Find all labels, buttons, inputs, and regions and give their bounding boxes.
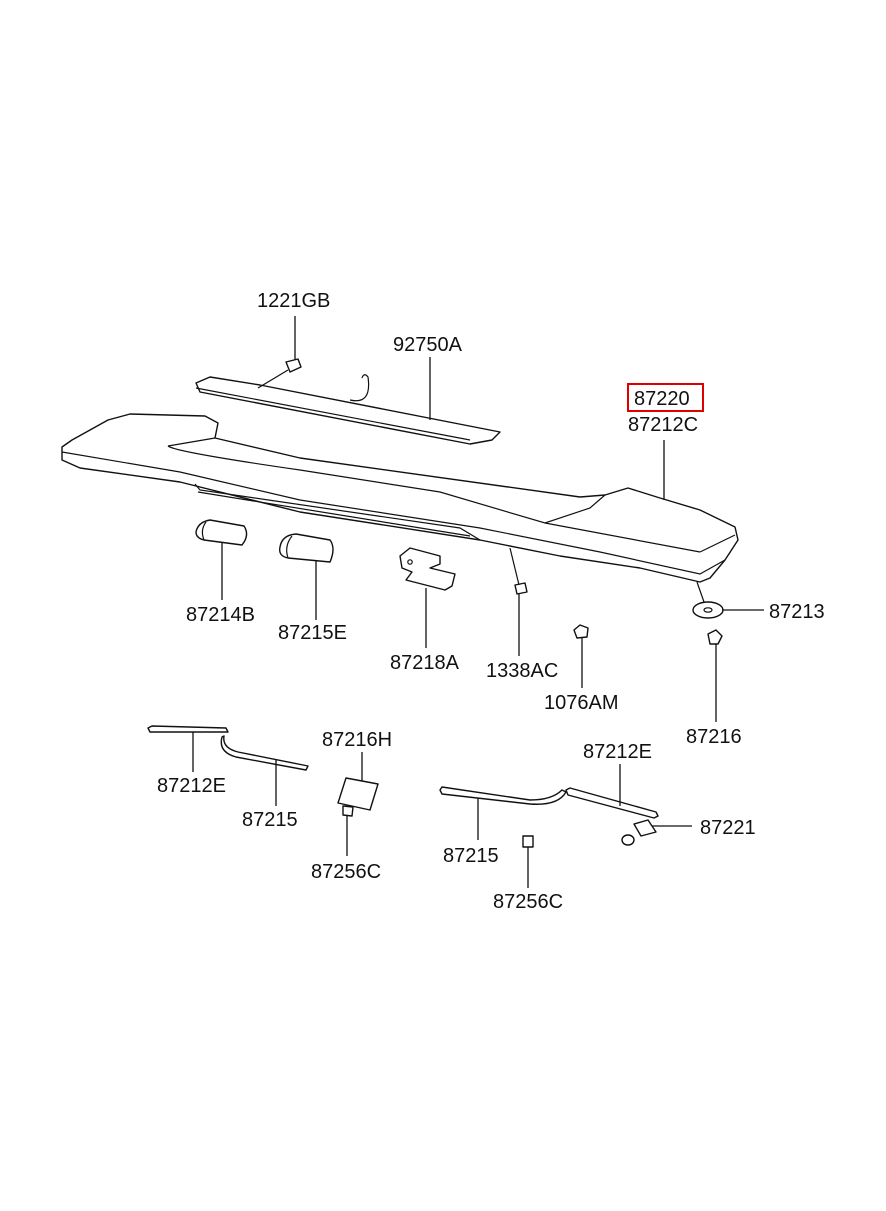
strip-87212e-left-shape [147,725,229,733]
label-1221gb: 1221GB [257,290,330,312]
grommet-icon [707,629,723,645]
label-87212e-left: 87212E [157,775,226,797]
label-87215e: 87215E [278,622,347,644]
highlight-box [627,383,704,412]
nut-icon [509,547,528,595]
clip-icon [573,624,589,639]
label-1338ac: 1338AC [486,660,558,682]
label-87256c-right: 87256C [493,891,563,913]
label-87213: 87213 [769,601,825,623]
label-87215-left: 87215 [242,809,298,831]
bolt-icon [257,358,302,389]
label-87214b: 87214B [186,604,255,626]
label-92750a: 92750A [393,334,463,356]
rear-spoiler [61,413,739,583]
label-87220[interactable]: 87220 [634,388,690,410]
label-87215-right: 87215 [443,845,499,867]
strip-87215-left-shape [220,735,309,771]
pad-87221-shape [621,819,657,846]
high-mount-stop-lamp [195,374,501,445]
leader-lines [192,316,764,888]
clip-87256c-right-shape [522,835,534,848]
label-87216h: 87216H [322,729,392,751]
label-87256c-left: 87256C [311,861,381,883]
strip-87215-right-shape [439,786,567,805]
strip-87212e-right-shape [565,787,659,819]
bracket-87218a-shape [399,547,456,591]
label-1076am: 1076AM [544,692,619,714]
washer-icon [692,581,724,619]
label-87216: 87216 [686,726,742,748]
label-87212e-right: 87212E [583,741,652,763]
label-87218a: 87218A [390,652,460,674]
pad-87214b-shape [195,519,248,546]
pad-87216h-shape [337,777,379,817]
label-87212c: 87212C [628,414,698,436]
pad-87215e-shape [278,533,334,563]
label-87221: 87221 [700,817,756,839]
